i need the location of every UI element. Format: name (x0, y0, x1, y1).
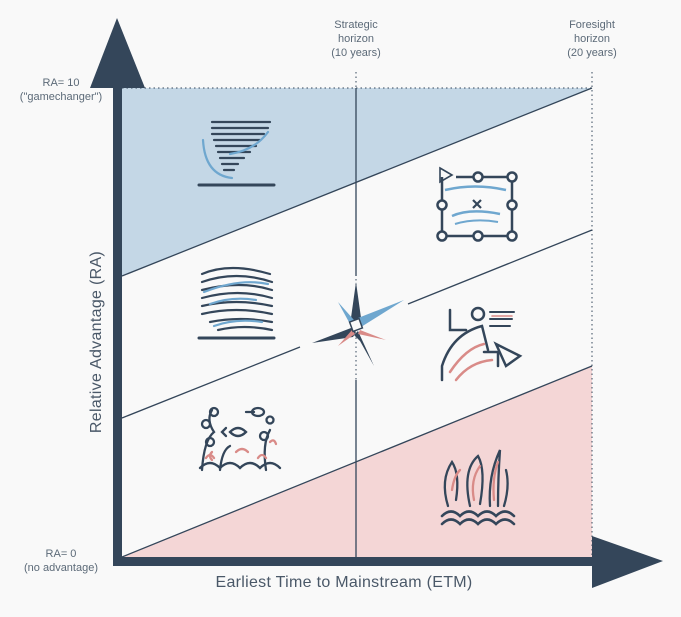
x-axis (113, 557, 597, 566)
storm-lines-icon (197, 266, 276, 340)
ra-top-sublabel: ("gamechanger") (19, 91, 103, 103)
boundary-line-2b (407, 229, 593, 305)
foresight-horizon-label: Foresight horizon (20 years) (552, 18, 632, 60)
x-axis-arrow (592, 536, 663, 588)
ra-top-label: RA= 10 ("gamechanger") (14, 76, 108, 104)
boundary-line-1 (121, 87, 593, 277)
strategy-board-icon (436, 166, 518, 242)
compass-icon (312, 282, 404, 366)
foresight-horizon-line2: horizon (573, 33, 611, 45)
strategic-horizon-line1: Strategic (334, 19, 378, 31)
y-axis-arrow (90, 18, 145, 88)
x-axis-title: Earliest Time to Mainstream (ETM) (215, 574, 473, 591)
sea-reef-icon (198, 406, 282, 472)
foresight-horizon-line1: Foresight (569, 19, 615, 31)
strategic-horizon-line2: horizon (337, 33, 375, 45)
boundary-line-3 (121, 365, 593, 558)
strategic-horizon-label: Strategic horizon (10 years) (318, 18, 394, 60)
kraken-tentacles-icon (440, 449, 516, 526)
y-axis-title: Relative Advantage (RA) (88, 250, 105, 434)
ra-bottom-label: RA= 0 (no advantage) (14, 547, 108, 575)
y-axis (113, 80, 122, 566)
foresight-horizon-line3: (20 years) (567, 47, 617, 59)
captain-at-helm-icon (440, 306, 523, 382)
strategic-horizon-line3: (10 years) (331, 47, 381, 59)
ra-bottom-value: RA= 0 (45, 548, 77, 560)
tornado-icon (197, 120, 276, 187)
boundary-line-2 (121, 346, 301, 419)
ra-bottom-sublabel: (no advantage) (24, 562, 98, 574)
ra-top-value: RA= 10 (42, 77, 80, 89)
